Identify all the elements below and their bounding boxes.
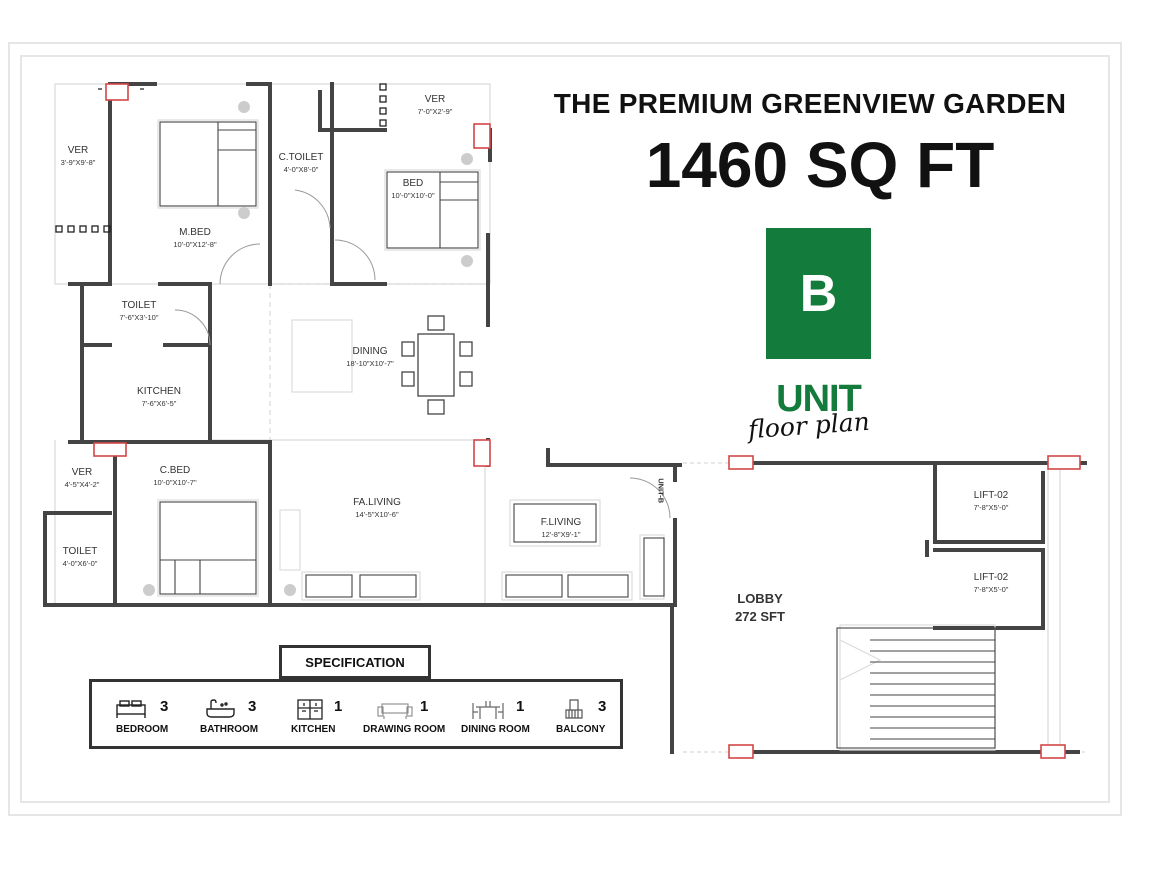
specification-box: 3 BEDROOM 3 BATHROOM 1 KITCHEN 1 DRAWING… bbox=[89, 679, 623, 749]
inner-frame bbox=[20, 55, 1110, 803]
spec-count: 1 bbox=[516, 698, 525, 715]
room-dims: 10'-0"X12'-8" bbox=[173, 239, 217, 249]
room-ver-left: VER 3'-9"X9'-8" bbox=[48, 145, 108, 167]
room-name: C.BED bbox=[159, 465, 191, 476]
unit-letter: B bbox=[799, 264, 838, 323]
stairs bbox=[836, 627, 996, 749]
columns bbox=[93, 83, 1081, 759]
room-name: VER bbox=[67, 145, 89, 156]
room-kitchen: KITCHEN 7'-6"X6'-5" bbox=[128, 386, 190, 408]
windows bbox=[55, 83, 387, 233]
room-dims: 7'-0"X2'-9" bbox=[417, 106, 453, 116]
room-m-bed: M.BED 10'-0"X12'-8" bbox=[150, 227, 240, 249]
room-dims: 10'-0"X10'-7" bbox=[153, 477, 197, 487]
area-title: 1460 SQ FT bbox=[645, 129, 995, 201]
room-dims: 4'-0"X8'-0" bbox=[283, 164, 319, 174]
room-dims: 4'-5"X4'-2" bbox=[64, 479, 100, 489]
spec-label: DINING ROOM bbox=[461, 724, 530, 735]
project-title: THE PREMIUM GREENVIEW GARDEN bbox=[553, 88, 1067, 119]
room-f-living: F.LIVING 12'-8"X9'-1" bbox=[530, 517, 592, 539]
room-name: FA.LIVING bbox=[353, 497, 401, 508]
room-bed: BED 10'-0"X10'-0" bbox=[382, 178, 444, 200]
lobby-name: LOBBY bbox=[737, 591, 783, 606]
dining-table bbox=[401, 315, 473, 415]
specification-title-text: SPECIFICATION bbox=[305, 654, 405, 670]
room-fa-living: FA.LIVING 14'-5"X10'-6" bbox=[342, 497, 412, 519]
room-name: KITCHEN bbox=[137, 386, 181, 397]
door-swings bbox=[174, 189, 671, 519]
balcony-icon bbox=[565, 699, 583, 719]
room-ver-bottom: VER 4'-5"X4'-2" bbox=[52, 467, 112, 489]
room-c-bed: C.BED 10'-0"X10'-7" bbox=[144, 465, 206, 487]
fixtures bbox=[143, 101, 473, 596]
room-name: VER bbox=[424, 94, 446, 105]
spec-label: DRAWING ROOM bbox=[363, 724, 446, 735]
unit-tag-text: UNIT-B bbox=[656, 478, 666, 504]
room-dims: 4'-0"X6'-0" bbox=[62, 558, 98, 568]
room-name: BED bbox=[402, 178, 424, 189]
room-lift-2: LIFT-02 7'-8"X5'-0" bbox=[960, 572, 1022, 594]
kitchen-icon bbox=[297, 699, 323, 720]
room-dims: 7'-8"X5'-0" bbox=[973, 584, 1009, 594]
room-c-toilet: C.TOILET 4'-0"X8'-0" bbox=[271, 152, 331, 174]
room-name: VER bbox=[71, 467, 93, 478]
room-name: DINING bbox=[352, 346, 388, 357]
sofa-icon bbox=[377, 703, 413, 719]
dining-table-icon bbox=[472, 701, 504, 719]
room-toilet-2: TOILET 4'-0"X6'-0" bbox=[52, 546, 108, 568]
room-name: LIFT-02 bbox=[973, 572, 1009, 583]
outer-frame bbox=[8, 42, 1122, 816]
room-dims: 10'-0"X10'-0" bbox=[391, 190, 435, 200]
sofas bbox=[305, 503, 665, 598]
spec-label: BATHROOM bbox=[200, 724, 259, 735]
spec-count: 3 bbox=[248, 698, 257, 715]
unit-tag: UNIT-B bbox=[656, 471, 666, 511]
room-dims: 12'-8"X9'-1" bbox=[541, 529, 581, 539]
bathtub-icon bbox=[206, 699, 235, 718]
spec-count: 3 bbox=[598, 698, 607, 715]
lobby-label: LOBBY 272 SFT bbox=[720, 590, 800, 626]
room-toilet-1: TOILET 7'-6"X3'-10" bbox=[108, 300, 170, 322]
room-lift-1: LIFT-02 7'-8"X5'-0" bbox=[960, 490, 1022, 512]
spec-count: 3 bbox=[160, 698, 169, 715]
room-name: M.BED bbox=[179, 227, 211, 238]
room-name: F.LIVING bbox=[540, 517, 582, 528]
room-name: C.TOILET bbox=[278, 152, 324, 163]
room-dims: 3'-9"X9'-8" bbox=[60, 157, 96, 167]
spec-count: 1 bbox=[334, 698, 343, 715]
spec-label: BALCONY bbox=[556, 724, 606, 735]
room-name: TOILET bbox=[62, 546, 98, 557]
lobby-area: 272 SFT bbox=[735, 609, 785, 625]
spec-count: 1 bbox=[420, 698, 429, 715]
specification-title: SPECIFICATION bbox=[279, 645, 431, 679]
spec-label: BEDROOM bbox=[116, 724, 169, 735]
room-ver-top: VER 7'-0"X2'-9" bbox=[405, 94, 465, 116]
room-dining: DINING 18'-10"X10'-7" bbox=[338, 346, 402, 368]
unit-word: UNIT bbox=[776, 378, 862, 420]
room-dims: 7'-8"X5'-0" bbox=[973, 502, 1009, 512]
room-dims: 7'-6"X3'-10" bbox=[119, 312, 159, 322]
bed-icon bbox=[116, 700, 146, 718]
room-dims: 18'-10"X10'-7" bbox=[346, 358, 394, 368]
room-name: TOILET bbox=[121, 300, 157, 311]
spec-label: KITCHEN bbox=[291, 724, 336, 735]
room-dims: 14'-5"X10'-6" bbox=[355, 509, 399, 519]
unit-letter-badge: B bbox=[766, 228, 871, 359]
room-name: LIFT-02 bbox=[973, 490, 1009, 501]
beds bbox=[159, 121, 479, 595]
room-dims: 7'-6"X6'-5" bbox=[141, 398, 177, 408]
